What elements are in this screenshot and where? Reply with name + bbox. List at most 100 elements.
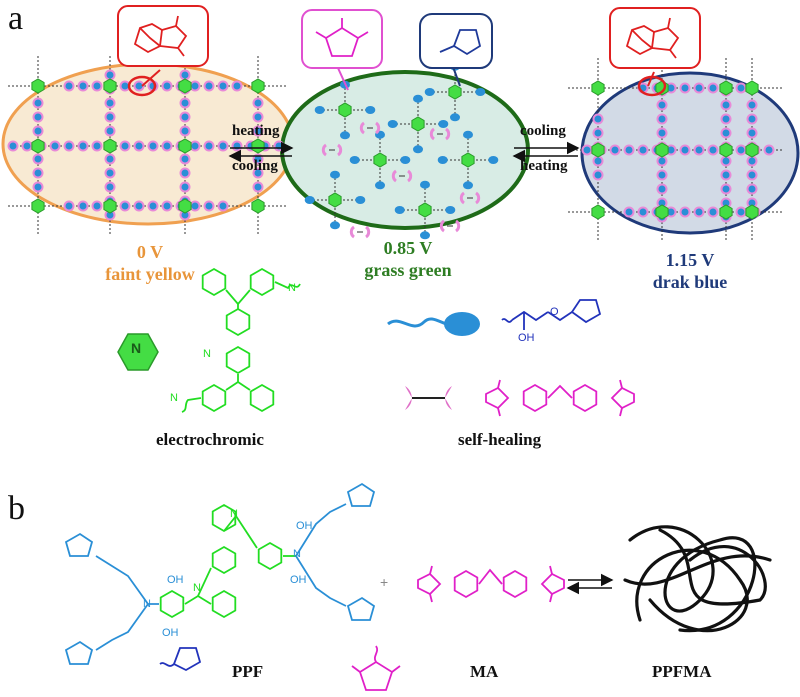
furan-bead <box>219 142 227 150</box>
furan-bead <box>594 129 602 137</box>
furan-bead <box>594 171 602 179</box>
furan-bead <box>709 208 717 216</box>
furan-ring <box>346 482 376 507</box>
furan-bead <box>79 82 87 90</box>
free-bismaleimide-right <box>444 127 451 141</box>
furan-end-bead <box>304 196 315 204</box>
node-hexagon <box>31 198 45 214</box>
furan-bead <box>34 127 42 135</box>
furan-bead <box>722 199 730 207</box>
furan-bead <box>106 183 114 191</box>
node-hexagon <box>178 78 192 94</box>
furan-bead <box>667 84 675 92</box>
furan-end-bead <box>463 130 473 139</box>
furan-bead <box>191 202 199 210</box>
atom-n-ppf-left: N <box>143 598 151 610</box>
furan-end-bead <box>438 120 449 128</box>
arrow-label-heating-left: heating <box>232 123 280 139</box>
node-hexagon <box>745 204 759 220</box>
furan-bead <box>93 202 101 210</box>
maleimide-end-icon <box>351 645 401 691</box>
atom-oh-ppf-4: OH <box>290 574 307 586</box>
furan-bead <box>219 202 227 210</box>
furan-bead <box>695 208 703 216</box>
ppf-structure <box>64 482 376 665</box>
node-letter: N <box>131 340 142 356</box>
ma-structure <box>417 565 565 603</box>
node-hexagon <box>719 204 733 220</box>
furan-bead <box>34 183 42 191</box>
benzene-ring <box>572 383 598 413</box>
benzene-ring <box>257 541 283 571</box>
furan-bead <box>737 208 745 216</box>
furan-ring <box>64 532 94 557</box>
adduct-structure-icon <box>625 17 680 59</box>
legend-electrochromic: electrochromic <box>156 430 264 449</box>
furan-bead <box>65 202 73 210</box>
maleimide-ring <box>417 572 442 596</box>
furan-bead <box>181 169 189 177</box>
furan-bead <box>748 171 756 179</box>
furan-bead <box>93 142 101 150</box>
node-hexagon <box>373 152 387 168</box>
atom-n-legend-1: N <box>288 282 296 294</box>
maleimide-carbonyls <box>619 379 623 417</box>
furan-bead <box>639 146 647 154</box>
benzene-ring <box>201 267 227 297</box>
furan-bead <box>254 183 262 191</box>
furan-end-bead <box>330 170 340 179</box>
furan-bead <box>23 142 31 150</box>
arm-right-upper <box>295 503 347 557</box>
maleimide-ring <box>540 572 565 596</box>
furan-bead <box>658 199 666 207</box>
furan-bead <box>106 99 114 107</box>
node-hexagon <box>745 80 759 96</box>
node-hexagon <box>719 80 733 96</box>
furan-bead <box>709 84 717 92</box>
free-bismaleimide-left <box>459 191 466 205</box>
furan-bead <box>181 211 189 219</box>
furan-bead <box>205 202 213 210</box>
furan-end-bead <box>413 145 423 154</box>
amine-n2-bonds <box>225 374 239 391</box>
furan-bead <box>233 82 241 90</box>
furan-bead <box>93 82 101 90</box>
arm-left-lower <box>95 603 149 651</box>
furan-bead <box>106 169 114 177</box>
node-hexagon <box>411 116 425 132</box>
furan-bead <box>667 208 675 216</box>
furan-bead <box>135 202 143 210</box>
node-hexagon <box>591 204 605 220</box>
node-hexagon <box>251 78 265 94</box>
furan-bead <box>658 129 666 137</box>
furan-end-bead <box>330 221 340 230</box>
furan-bead <box>79 142 87 150</box>
benzene-ring <box>225 307 251 337</box>
end-wavy-bond-top <box>274 281 301 290</box>
node-hexagon <box>655 204 669 220</box>
callout-maleimide <box>301 9 383 91</box>
furan-bead <box>65 142 73 150</box>
furan-bead <box>79 202 87 210</box>
furan-bead <box>658 185 666 193</box>
voltage-label-state-1: 0 V <box>136 242 164 262</box>
node-hexagon <box>591 80 605 96</box>
furan-end-bead <box>445 206 456 214</box>
furan-end-bead <box>437 156 448 164</box>
furan-bead <box>625 208 633 216</box>
node-hexagon <box>103 198 117 214</box>
free-bismaleimide-left <box>321 143 328 157</box>
furan-bead <box>135 142 143 150</box>
furan-bead <box>722 129 730 137</box>
furan-end-bead <box>463 181 473 190</box>
arm-left-upper <box>95 555 159 605</box>
furan-bead <box>254 127 262 135</box>
furan-bead <box>748 101 756 109</box>
furan-bead <box>181 113 189 121</box>
arrow-label-heating-right: heating <box>520 158 568 174</box>
node-hexagon <box>461 152 475 168</box>
furan-bead <box>681 146 689 154</box>
furan-pendant-icon <box>387 312 480 336</box>
furan-bead <box>34 99 42 107</box>
node-hexagon <box>655 142 669 158</box>
